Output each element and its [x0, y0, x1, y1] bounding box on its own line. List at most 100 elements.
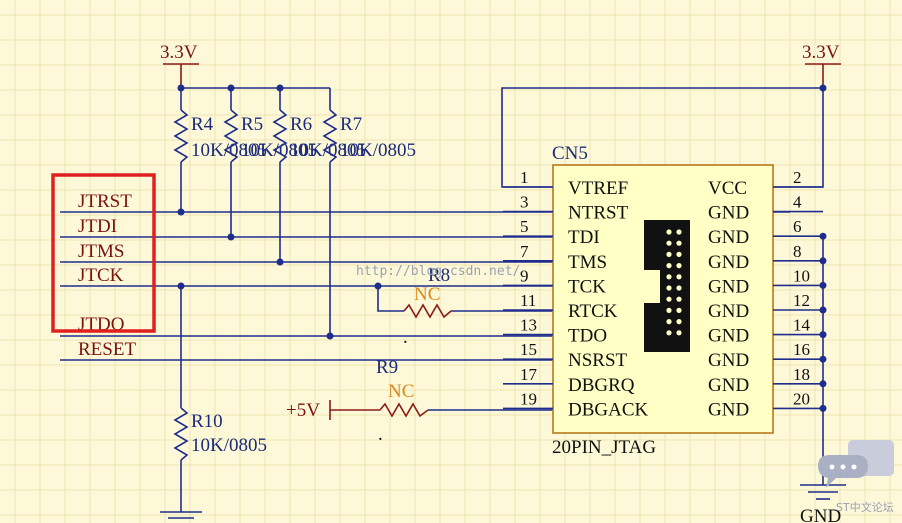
pin-name: TCK	[568, 276, 606, 297]
r9-value: NC	[388, 381, 414, 402]
pin-hole	[666, 251, 672, 257]
resistor-r10: R10 10K/0805	[160, 286, 267, 519]
forum-logo: ST中文论坛	[818, 440, 894, 514]
pin-number: 4	[793, 193, 802, 212]
junction-dot	[819, 380, 827, 388]
junction-dot	[819, 281, 827, 289]
r4-ref: R4	[191, 114, 214, 135]
pin-hole	[666, 274, 672, 280]
junction-dot	[819, 257, 827, 265]
pin-hole	[676, 330, 682, 336]
pin-hole	[676, 240, 682, 246]
pin-number: 1	[520, 168, 529, 187]
pin-hole	[676, 274, 682, 280]
pin-number: 11	[520, 291, 536, 310]
pin-name: GND	[708, 375, 749, 396]
right-3v3-label: 3.3V	[802, 42, 840, 63]
pin-hole	[676, 285, 682, 291]
pin-hole	[666, 229, 672, 235]
stray-dot: .	[378, 424, 383, 445]
pin-number: 5	[520, 217, 529, 236]
connector-cn5: CN5 20PIN_JTAG 1VTREF3NTRST5TDI7TMS9TCK1…	[503, 143, 827, 458]
pin-name: GND	[708, 350, 749, 371]
resistor-r9: +5V R9 NC	[286, 357, 553, 421]
pin-number: 3	[520, 193, 529, 212]
pin-hole	[676, 319, 682, 325]
junction-dot	[819, 404, 827, 412]
pin-name: DBGACK	[568, 399, 649, 420]
pin-hole	[676, 296, 682, 302]
pin-number: 20	[793, 389, 810, 408]
junction-dot	[819, 306, 827, 314]
pin-hole	[666, 319, 672, 325]
pin-name: TDI	[568, 227, 600, 248]
r6-value: 10K/0805	[290, 140, 366, 161]
logo-text: ST中文论坛	[836, 500, 894, 514]
pin-hole	[666, 263, 672, 269]
r10-value: 10K/0805	[191, 435, 267, 456]
pin-name: DBGRQ	[568, 375, 635, 396]
pin-name: NTRST	[568, 203, 629, 224]
pin-number: 8	[793, 242, 802, 261]
pin-number: 12	[793, 291, 810, 310]
connector-right-pins: 2VCC4GND6GND8GND10GND12GND14GND16GND18GN…	[708, 168, 827, 420]
r10-ref: R10	[191, 411, 223, 432]
r5-ref: R5	[241, 114, 263, 135]
r9-ref: R9	[376, 357, 398, 378]
pin-hole	[666, 240, 672, 246]
pin-name: TMS	[568, 252, 607, 273]
net-jtrst: JTRST	[60, 191, 553, 216]
net-jtck: JTCK	[60, 265, 553, 290]
pin-name: VCC	[708, 178, 747, 199]
pin-hole	[676, 263, 682, 269]
resistor-r4: R4 10K/0805	[173, 88, 267, 212]
watermark: http://blog.csdn.net/	[356, 264, 520, 279]
r8-value: NC	[414, 284, 440, 305]
pin-hole	[666, 285, 672, 291]
r8-ref: R8	[428, 265, 450, 286]
pin-name: TDO	[568, 326, 607, 347]
resistor-r6: R6 10K/0805	[272, 88, 366, 262]
pin-number: 19	[520, 389, 537, 408]
pin-number: 13	[520, 316, 537, 335]
r4-value: 10K/0805	[191, 140, 267, 161]
net-jtdo: JTDO	[60, 314, 553, 340]
r6-ref: R6	[290, 114, 312, 135]
stray-dot: .	[403, 327, 408, 348]
pin-hole	[676, 229, 682, 235]
pin-name: GND	[708, 276, 749, 297]
pin-number: 16	[793, 340, 810, 359]
pin-holes	[666, 229, 682, 336]
connector-left-pins: 1VTREF3NTRST5TDI7TMS9TCK11RTCK13TDO15NSR…	[503, 168, 649, 420]
r7-ref: R7	[340, 114, 362, 135]
pin-hole	[666, 307, 672, 313]
pin-number: 14	[793, 316, 811, 335]
pin-name: GND	[708, 203, 749, 224]
r7-value: 10K/0805	[340, 140, 416, 161]
plus5v-label: +5V	[286, 400, 320, 421]
pin-number: 2	[793, 168, 802, 187]
resistor-r7: R7 10K/0805	[322, 88, 416, 336]
junction-dot	[819, 84, 827, 92]
highlight-box	[51, 173, 156, 333]
right-3v3-power: 3.3V	[802, 42, 841, 88]
pin-number: 7	[520, 242, 529, 261]
pin-name: VTREF	[568, 178, 628, 199]
pin-number: 9	[520, 266, 529, 285]
net-reset: RESET	[60, 339, 553, 361]
net-jtms: JTMS	[60, 241, 553, 266]
pin-name: GND	[708, 326, 749, 347]
junction-dot	[819, 331, 827, 339]
connector-ref: CN5	[552, 143, 588, 164]
pin-hole	[676, 251, 682, 257]
left-3v3-power: 3.3V	[160, 42, 199, 88]
pin-name: GND	[708, 301, 749, 322]
pin-number: 18	[793, 365, 810, 384]
junction-dot	[819, 232, 827, 240]
gnd-symbol: GND	[800, 484, 846, 523]
pin-name: GND	[708, 227, 749, 248]
pin-number: 10	[793, 266, 810, 285]
pin-number: 15	[520, 340, 537, 359]
